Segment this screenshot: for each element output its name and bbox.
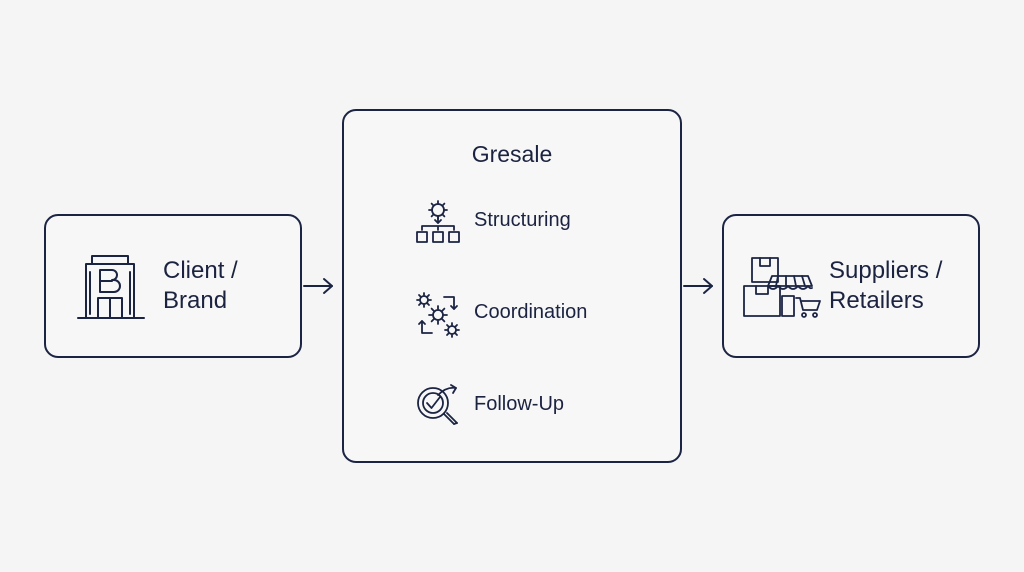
suppliers-retailers-node: Suppliers / Retailers (722, 214, 980, 358)
arrow-client-to-gresale (303, 278, 333, 294)
step-label-structuring: Structuring (474, 209, 571, 231)
client-brand-label: Client / Brand (163, 257, 238, 314)
gresale-title: Gresale (471, 141, 553, 167)
client-brand-node: Client / Brand (44, 214, 302, 358)
building-icon (76, 252, 146, 327)
step-label-coordination: Coordination (474, 301, 588, 323)
target-magnifier-icon (414, 383, 462, 436)
store-boxes-icon (742, 254, 822, 325)
gresale-node: Gresale Structuring (342, 109, 682, 463)
structure-gear-icon (414, 199, 462, 252)
suppliers-retailers-label: Suppliers / Retailers (829, 257, 943, 314)
step-label-follow-up: Follow-Up (474, 393, 565, 415)
gears-cycle-icon (414, 291, 462, 344)
arrow-gresale-to-suppliers (683, 278, 713, 294)
